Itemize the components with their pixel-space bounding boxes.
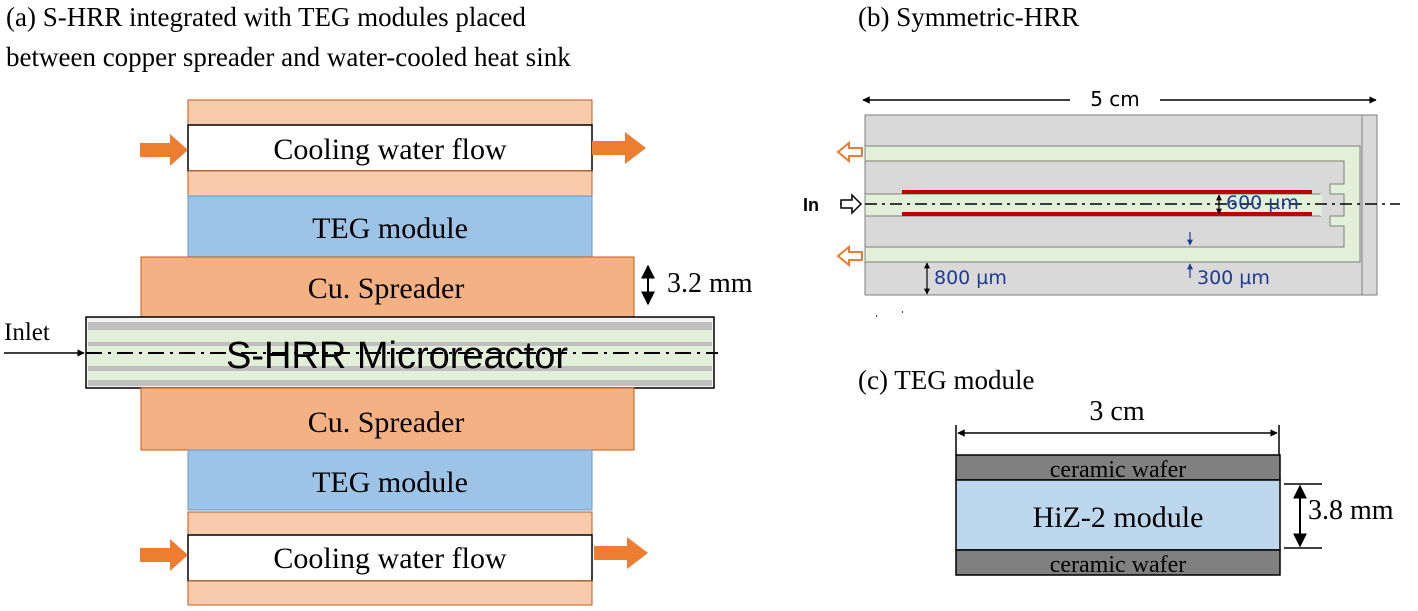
panel-c-title: (c) TEG module <box>858 365 1034 395</box>
bottom-cooling-channel <box>187 534 593 582</box>
reactor-label: S-HRR Microreactor <box>226 335 568 377</box>
top-cu-spreader <box>140 256 635 318</box>
top-heat-sink-plate-upper <box>187 99 593 126</box>
reactor-wall-inner-top <box>88 342 712 346</box>
hrr-gap-label: 300 µm <box>1197 267 1270 289</box>
top-teg-label: TEG module <box>312 212 468 245</box>
reactor-wall-top <box>88 322 712 330</box>
panel-c: (c) TEG module 3 cm ceramic wafer HiZ-2 … <box>858 365 1394 578</box>
bottom-cu-spreader <box>140 387 635 451</box>
teg-top-ceramic-label: ceramic wafer <box>1050 457 1187 483</box>
top-cu-spreader-label: Cu. Spreader <box>308 272 465 305</box>
spreader-thickness-label: 3.2 mm <box>667 268 753 299</box>
bottom-heat-sink-plate-upper <box>187 511 593 536</box>
reactor-channel-bottom <box>88 371 712 380</box>
hrr-out-arrow-bottom-icon <box>836 244 863 268</box>
hrr-in-label: In <box>803 195 819 215</box>
hrr-width-label: 5 cm <box>1090 87 1140 111</box>
teg-thickness-label: 3.8 mm <box>1308 495 1394 526</box>
panel-a-title-line1: (a) S-HRR integrated with TEG modules pl… <box>6 2 526 32</box>
top-flow-out-arrow-icon <box>592 132 646 164</box>
panel-a-title-line2: between copper spreader and water-cooled… <box>6 42 571 72</box>
bottom-teg-label: TEG module <box>312 466 468 499</box>
inlet-label: Inlet <box>4 319 50 346</box>
teg-width-label: 3 cm <box>1089 396 1144 427</box>
panel-b: (b) Symmetric-HRR 5 cm In 600 µm 800 µm … <box>803 2 1400 317</box>
bottom-cu-spreader-label: Cu. Spreader <box>308 406 465 439</box>
panel-b-title: (b) Symmetric-HRR <box>858 2 1079 32</box>
top-flow-in-arrow-icon <box>140 134 188 166</box>
top-cooling-water-label: Cooling water flow <box>273 133 507 166</box>
hrr-wall-label: 800 µm <box>934 267 1007 289</box>
panel-a: (a) S-HRR integrated with TEG modules pl… <box>4 2 753 606</box>
reactor-wall-bottom <box>88 380 712 386</box>
top-teg-module <box>187 195 593 258</box>
hrr-in-arrow-icon <box>840 193 863 215</box>
hrr-channel-label: 600 µm <box>1226 192 1299 214</box>
bottom-teg-module <box>187 449 593 511</box>
teg-hiz-label: HiZ-2 module <box>1033 501 1204 534</box>
teg-bottom-ceramic-wafer <box>955 549 1281 576</box>
reactor-core-channel <box>88 346 712 366</box>
bottom-flow-out-arrow-icon <box>594 537 648 569</box>
hrr-outer-channel <box>864 145 1361 263</box>
bottom-cooling-water-label: Cooling water flow <box>273 542 507 575</box>
top-cooling-channel <box>187 124 593 172</box>
bottom-flow-in-arrow-icon <box>140 539 188 571</box>
teg-bottom-ceramic-label: ceramic wafer <box>1050 552 1187 578</box>
reactor-channel-top <box>88 330 712 342</box>
bottom-heat-sink-plate-lower <box>187 580 593 606</box>
reactor-wall-inner-bottom <box>88 366 712 371</box>
hrr-end-wall <box>1361 114 1378 296</box>
hrr-out-arrow-top-icon <box>836 140 863 164</box>
teg-top-ceramic-wafer <box>955 454 1281 481</box>
top-heat-sink-plate-lower <box>187 170 593 197</box>
